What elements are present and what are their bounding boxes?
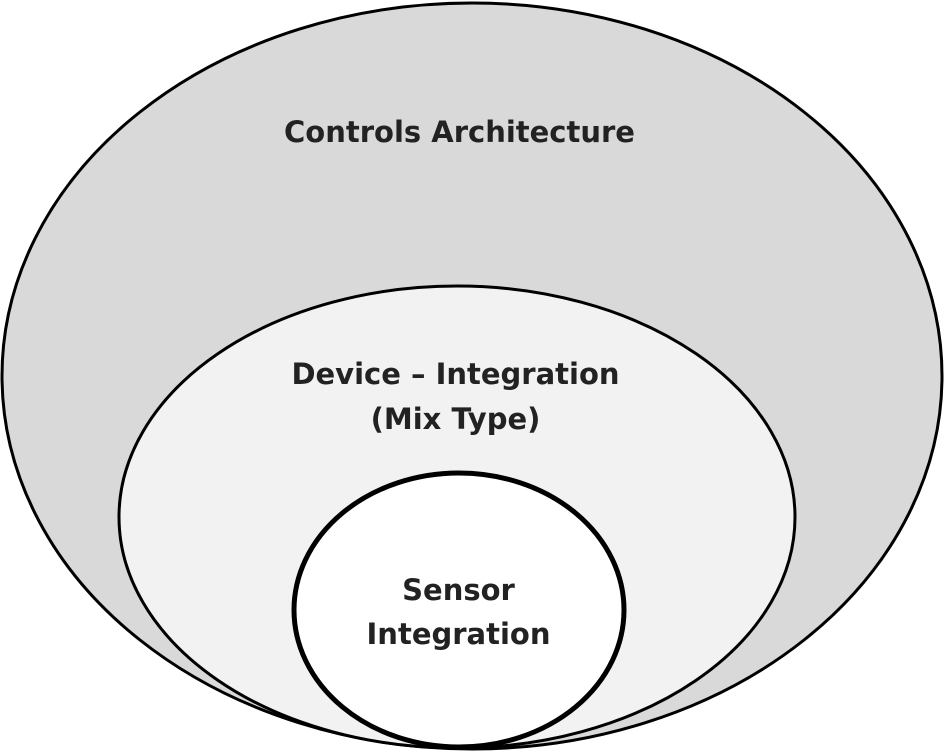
outer-label: Controls Architecture — [284, 115, 635, 149]
middle-label-line2: (Mix Type) — [370, 402, 541, 436]
inner-label-line1: Sensor — [402, 573, 515, 607]
inner-label-line2: Integration — [366, 617, 551, 651]
middle-label-line1: Device – Integration — [291, 357, 620, 391]
inner-ellipse — [291, 470, 627, 750]
